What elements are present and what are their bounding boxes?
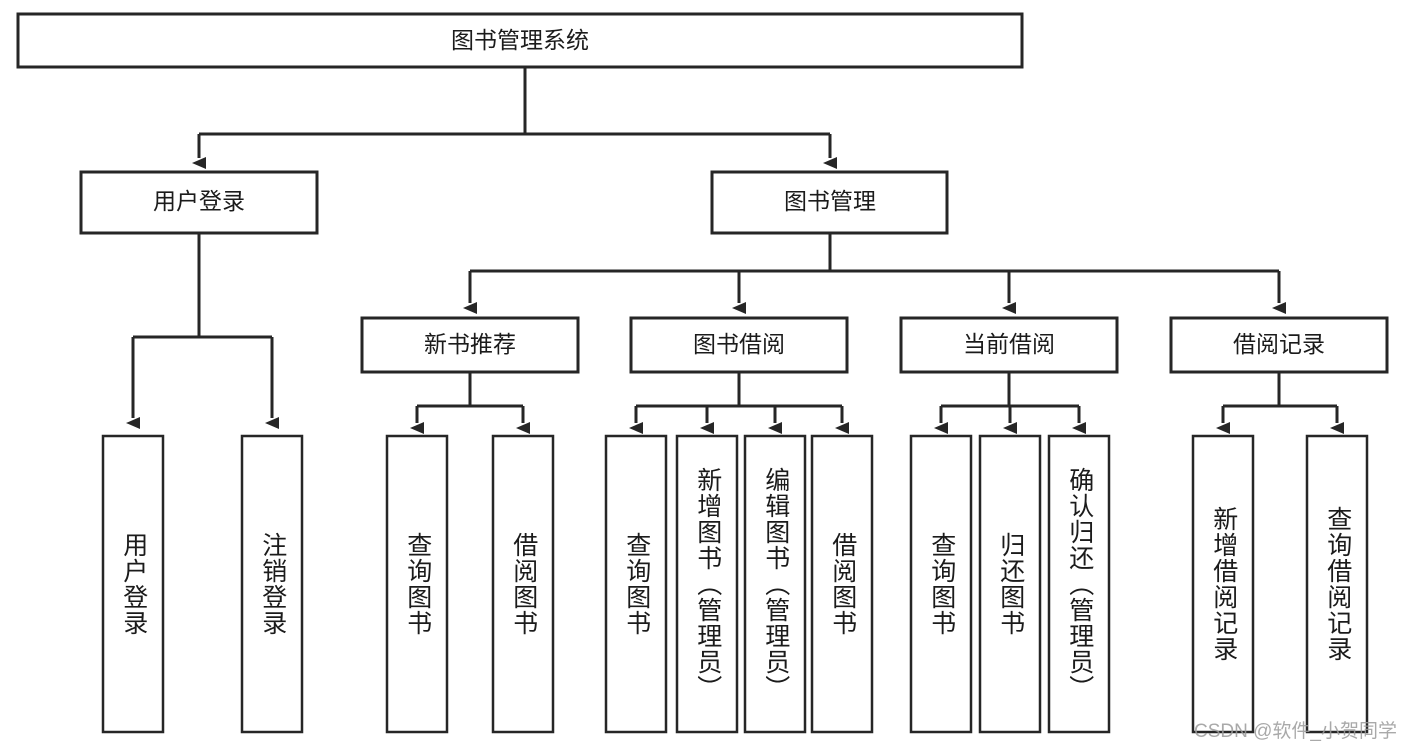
node-current-borrow-box[interactable] <box>899 316 1119 374</box>
node-book-manage-label: 图书管理 <box>784 188 876 214</box>
node-root-box[interactable] <box>16 12 1024 69</box>
node-book-manage-box[interactable] <box>710 170 949 235</box>
node-borrow-record-label: 借阅记录 <box>1233 331 1325 357</box>
node-new-book-recommend-label: 新书推荐 <box>424 331 516 357</box>
node-borrow-record-box[interactable] <box>1169 316 1389 374</box>
leaf-add-record-box[interactable] <box>1191 434 1255 734</box>
leaf-add-book-box[interactable] <box>675 434 739 734</box>
leaf-borrow-book-1-box[interactable] <box>491 434 555 734</box>
leaf-borrow-book-2-box[interactable] <box>810 434 874 734</box>
node-current-borrow-label: 当前借阅 <box>963 331 1055 357</box>
leaf-query-book-1-box[interactable] <box>385 434 449 734</box>
leaf-query-book-3-box[interactable] <box>909 434 973 734</box>
leaf-query-book-2-box[interactable] <box>604 434 668 734</box>
leaf-return-book-box[interactable] <box>978 434 1042 734</box>
node-root-label: 图书管理系统 <box>451 27 589 53</box>
node-book-borrow-box[interactable] <box>629 316 849 374</box>
leaf-query-record-box[interactable] <box>1305 434 1369 734</box>
node-new-book-recommend-box[interactable] <box>360 316 580 374</box>
leaf-edit-book-box[interactable] <box>743 434 807 734</box>
leaf-user-login-box[interactable] <box>101 434 165 734</box>
csdn-watermark: CSDN @软件_小贺同学 <box>1194 721 1397 742</box>
node-user-login-label: 用户登录 <box>153 188 245 214</box>
node-book-borrow-label: 图书借阅 <box>693 331 785 357</box>
leaf-confirm-return-box[interactable] <box>1047 434 1111 734</box>
leaf-user-logout-box[interactable] <box>240 434 304 734</box>
